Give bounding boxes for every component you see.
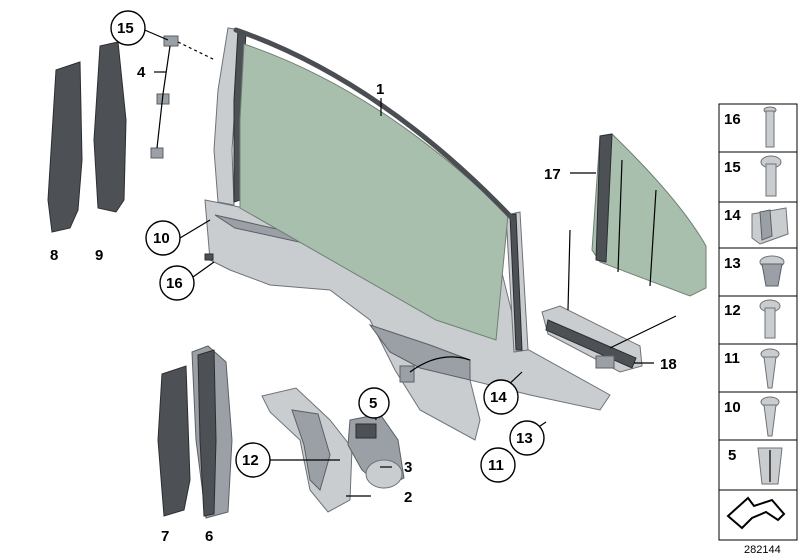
bolt-12-icon xyxy=(759,299,781,339)
nut-13-icon xyxy=(759,255,785,287)
legend-label-14: 14 xyxy=(724,207,741,224)
legend-label-12: 12 xyxy=(724,302,741,319)
callout-13: 13 xyxy=(516,430,533,447)
fastener-legend: 16 15 14 13 12 11 10 5 xyxy=(718,103,798,541)
callout-8: 8 xyxy=(50,247,58,264)
door-frame-assembly xyxy=(204,27,611,441)
screw-16-icon xyxy=(763,106,777,148)
reference-arrow-icon xyxy=(726,496,786,530)
diagram-reference-number: 282144 xyxy=(744,544,781,556)
legend-label-10: 10 xyxy=(724,399,741,416)
legend-label-11: 11 xyxy=(724,350,740,367)
legend-label-16: 16 xyxy=(724,111,741,128)
callout-16: 16 xyxy=(166,275,183,292)
trim-strip-8 xyxy=(47,61,83,233)
callout-7: 7 xyxy=(161,528,169,545)
callout-1: 1 xyxy=(376,81,384,98)
pillar-cover-7 xyxy=(157,365,191,517)
callout-6: 6 xyxy=(205,528,213,545)
legend-label-5: 5 xyxy=(728,447,736,464)
callout-17: 17 xyxy=(544,166,561,183)
callout-9: 9 xyxy=(95,247,103,264)
legend-label-15: 15 xyxy=(724,159,741,176)
legend-label-13: 13 xyxy=(724,255,741,272)
callout-10: 10 xyxy=(153,230,170,247)
callout-12: 12 xyxy=(242,452,259,469)
callout-14: 14 xyxy=(490,389,507,406)
sunblind-17 xyxy=(591,133,707,297)
bracket-chain xyxy=(150,35,216,159)
window-motor-3 xyxy=(347,413,405,489)
roller-blind-mechanism-18 xyxy=(541,229,677,373)
bolt-15-icon xyxy=(760,155,782,197)
callout-2: 2 xyxy=(404,489,412,506)
callout-11: 11 xyxy=(488,457,504,474)
callout-18: 18 xyxy=(660,356,677,373)
clip-14-icon xyxy=(751,207,789,245)
trim-strip-9 xyxy=(93,41,127,213)
callout-15: 15 xyxy=(117,20,134,37)
screw-11-icon xyxy=(760,348,780,389)
callout-3: 3 xyxy=(404,459,412,476)
screw-10-icon xyxy=(760,396,780,437)
callout-4: 4 xyxy=(137,64,146,81)
callout-5: 5 xyxy=(369,395,377,412)
expansion-nut-5-icon xyxy=(757,447,783,485)
